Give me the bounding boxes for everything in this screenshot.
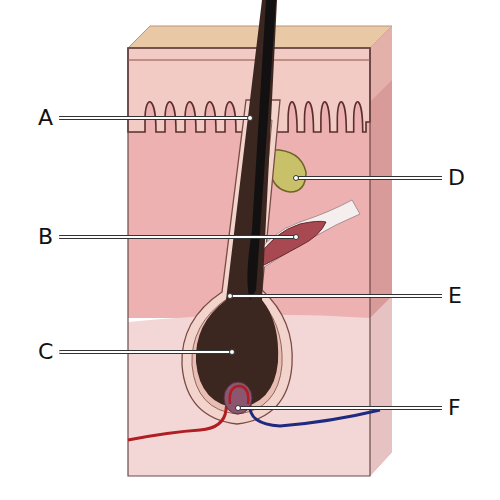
arrector-pili-muscle xyxy=(258,221,326,266)
leader-line xyxy=(296,176,442,180)
callout-letter: D xyxy=(448,167,465,189)
callout-letter: F xyxy=(448,397,461,419)
leader-line xyxy=(59,235,296,239)
block-side-hypodermis xyxy=(370,296,392,476)
leader-line-core xyxy=(59,351,232,353)
leader-lines xyxy=(59,116,442,411)
leader-line-core xyxy=(296,177,442,179)
leader-dot xyxy=(294,176,299,181)
leader-line-core xyxy=(230,295,442,297)
callout-letter: B xyxy=(38,226,53,248)
callout-letter: A xyxy=(38,107,53,129)
leader-line xyxy=(238,406,442,410)
leader-line-core xyxy=(238,407,442,409)
leader-line xyxy=(59,350,232,354)
leader-dot xyxy=(248,116,253,121)
hair-shaft xyxy=(247,0,276,300)
leader-line xyxy=(230,294,442,298)
artery xyxy=(128,386,240,440)
leader-dot xyxy=(228,294,233,299)
callout-letter: C xyxy=(38,341,53,363)
hair-bulb xyxy=(196,0,278,408)
leader-dot xyxy=(230,350,235,355)
papilla-capillary xyxy=(230,386,249,404)
leader-line-core xyxy=(59,117,250,119)
stratum-corneum xyxy=(128,59,370,61)
leader-dot xyxy=(294,235,299,240)
block-side-epidermis xyxy=(370,26,392,102)
callout-letter: E xyxy=(448,285,462,307)
leader-line-core xyxy=(59,236,296,238)
leader-line xyxy=(59,116,250,120)
leader-dot xyxy=(236,406,241,411)
